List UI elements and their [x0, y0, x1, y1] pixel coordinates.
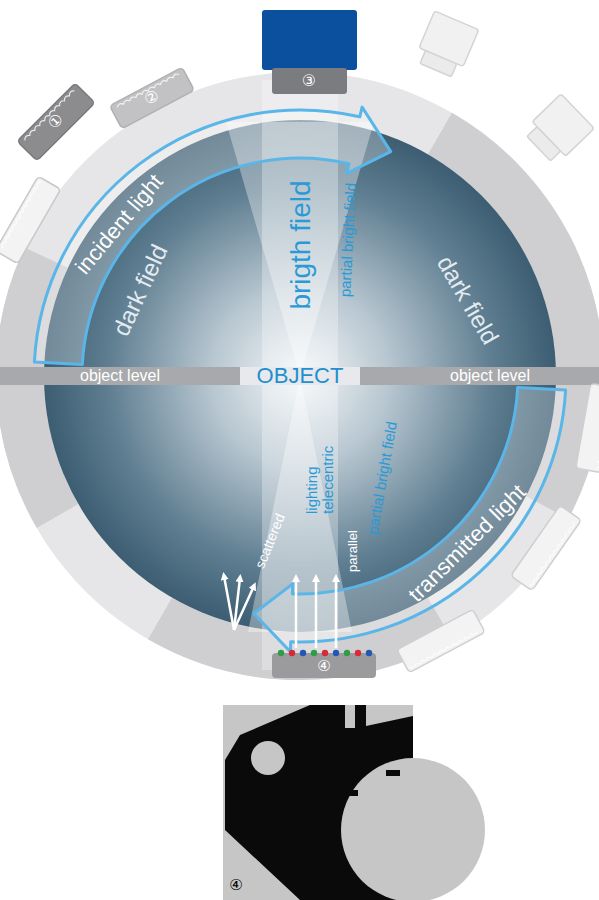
- led-dot: [300, 650, 306, 656]
- camera-outline: [522, 94, 594, 166]
- arrow-label: transmitted light: [404, 480, 530, 606]
- camera: [262, 10, 357, 70]
- led-dot: [344, 650, 350, 656]
- light-rays: [224, 576, 336, 648]
- led-dot: [355, 650, 361, 656]
- region-label: dark field: [433, 252, 504, 349]
- level-label: object level: [450, 368, 530, 385]
- outer-ring: [0, 72, 599, 680]
- level-label: object level: [80, 368, 160, 385]
- callout-number: ④: [317, 659, 330, 675]
- ray-label: parallel: [346, 530, 360, 572]
- led-dot: [278, 650, 284, 656]
- light-bar: [110, 67, 195, 128]
- led-dots: [278, 650, 372, 656]
- camera-outline: [414, 11, 479, 79]
- ray-label: scattered: [252, 512, 287, 571]
- region-label: partial bright field: [364, 420, 399, 535]
- callout-number: ③: [302, 73, 316, 90]
- region-label: brigth field: [286, 180, 315, 309]
- callout-number: ①: [45, 111, 67, 133]
- led-dot: [311, 650, 317, 656]
- led-dot: [322, 650, 328, 656]
- callout-number: ②: [142, 87, 163, 109]
- region-label: dark field: [108, 241, 172, 340]
- light-bar: [511, 505, 582, 590]
- camera-lens: [272, 68, 347, 94]
- led-dot: [366, 650, 372, 656]
- backlit-image: [223, 705, 485, 900]
- object-label: OBJECT: [257, 364, 344, 387]
- light-bar: [17, 83, 95, 161]
- led-dot: [333, 650, 339, 656]
- led-dot: [289, 650, 295, 656]
- light-arrow-band: [254, 387, 566, 651]
- backlight: [272, 653, 376, 678]
- region-label: partial bright field: [337, 183, 359, 298]
- light-bar: [397, 609, 485, 672]
- light-bar: [576, 383, 599, 472]
- region-label: lighting telecentric: [304, 422, 336, 514]
- callout-number: ④: [229, 878, 242, 894]
- light-arrow-band: [34, 107, 390, 365]
- light-bar: [0, 176, 61, 263]
